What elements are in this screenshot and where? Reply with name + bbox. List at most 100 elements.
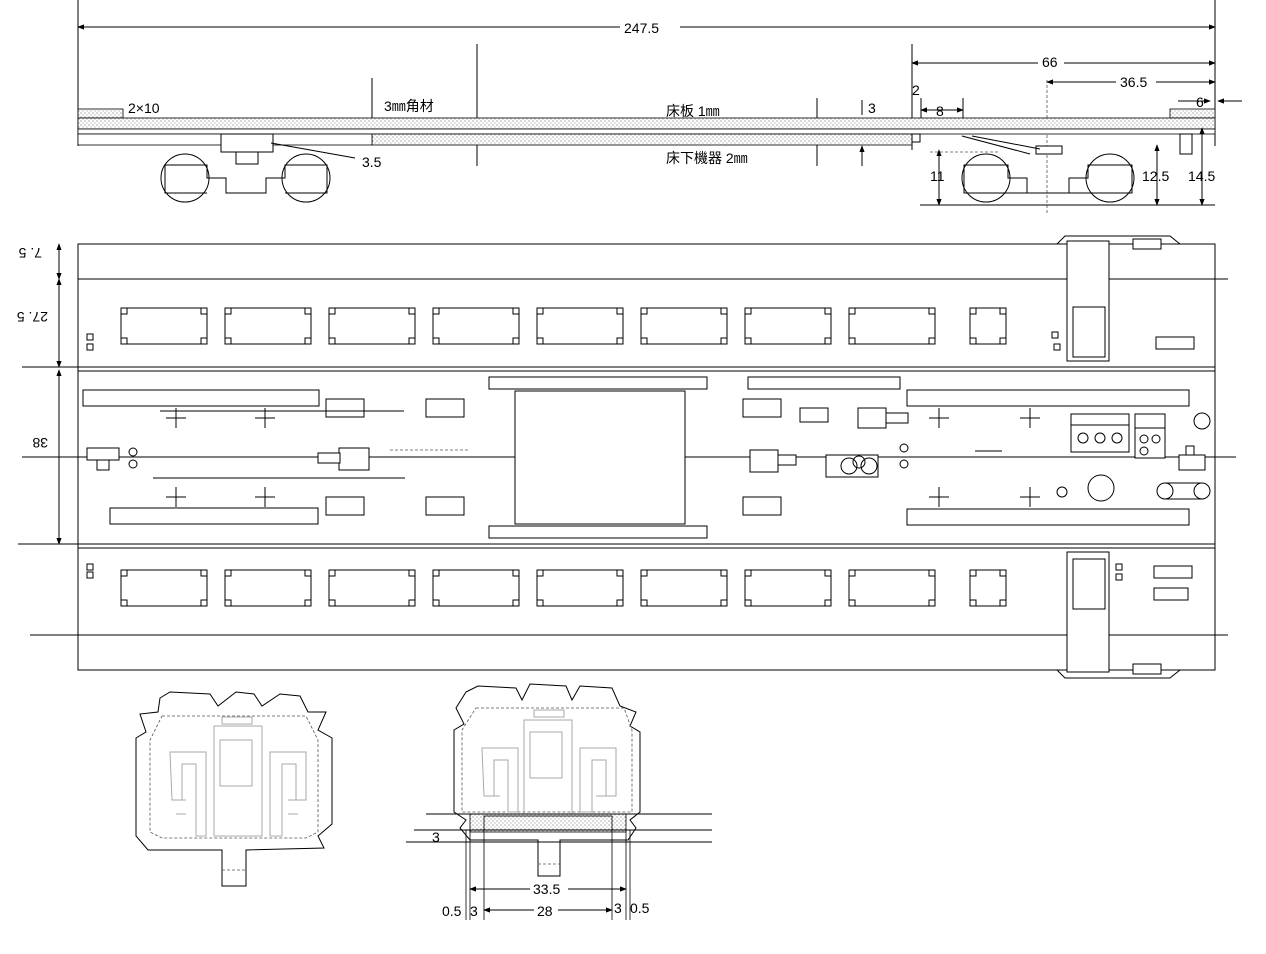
label-b-0-5-left: 0.5 (442, 903, 462, 919)
end-piece-right: 3 33.5 28 0.5 3 3 0.5 (406, 683, 712, 920)
window-corner (744, 569, 752, 577)
cross-mark (929, 487, 949, 507)
window-corner (928, 599, 936, 607)
window-corner (328, 569, 336, 577)
window-corner (200, 307, 208, 315)
window (640, 307, 728, 345)
window-corner (720, 599, 728, 607)
label-3-top: 3 (868, 100, 876, 116)
label-underfloor: 床下機器 2㎜ (666, 150, 748, 166)
window-corner (720, 307, 728, 315)
cross-mark (255, 487, 275, 507)
window-corner (224, 337, 232, 345)
window-corner (120, 337, 128, 345)
label-2: 2 (912, 82, 920, 98)
cross-mark (929, 408, 949, 428)
window-corner (432, 307, 440, 315)
window-corner (224, 599, 232, 607)
end-piece-left (135, 691, 333, 887)
window (848, 307, 936, 345)
window-corner (200, 569, 208, 577)
label-b-3-left: 3 (432, 829, 440, 845)
window (432, 307, 520, 345)
window-corner (969, 337, 977, 345)
label-b-0-5-right: 0.5 (630, 900, 650, 916)
window-row-top (120, 307, 1007, 345)
window (328, 569, 416, 607)
label-b-28: 28 (537, 903, 553, 919)
window-corner (848, 569, 856, 577)
window-corner (328, 599, 336, 607)
window-corner (120, 307, 128, 315)
window-corner (616, 569, 624, 577)
window-corner (200, 599, 208, 607)
window-corner (224, 307, 232, 315)
cross-mark (166, 487, 186, 507)
window-corner (536, 337, 544, 345)
window-corner (969, 569, 977, 577)
window (328, 307, 416, 345)
window-corner (408, 337, 416, 345)
window (120, 569, 208, 607)
window (744, 307, 832, 345)
window-corner (512, 307, 520, 315)
window (640, 569, 728, 607)
label-38: 38 (32, 435, 48, 451)
window-corner (432, 569, 440, 577)
window-corner (640, 569, 648, 577)
label-b-33-5: 33.5 (533, 881, 560, 897)
window-corner (616, 337, 624, 345)
window-corner (928, 569, 936, 577)
window-corner (536, 307, 544, 315)
label-total-length: 247.5 (624, 20, 659, 36)
window-corner (512, 599, 520, 607)
window-corner (744, 337, 752, 345)
window-row-bottom (120, 569, 1007, 607)
cross-mark (255, 408, 275, 428)
label-floor-board: 床板 1㎜ (666, 103, 720, 119)
window-corner (640, 307, 648, 315)
window-corner (304, 307, 312, 315)
window-corner (848, 337, 856, 345)
window (744, 569, 832, 607)
window-corner (512, 337, 520, 345)
label-66: 66 (1042, 54, 1058, 70)
window-corner (744, 599, 752, 607)
label-6: 6 (1196, 94, 1204, 110)
window-corner (969, 307, 977, 315)
window (224, 307, 312, 345)
window-corner (848, 599, 856, 607)
window (432, 569, 520, 607)
window-corner (224, 569, 232, 577)
window-corner (824, 307, 832, 315)
window-corner (824, 337, 832, 345)
window-corner (928, 337, 936, 345)
window-corner (999, 599, 1007, 607)
label-27-5: 27. 5 (17, 309, 48, 325)
window-corner (408, 569, 416, 577)
window-corner (616, 599, 624, 607)
window-corner (999, 569, 1007, 577)
label-3-5: 3.5 (362, 154, 382, 170)
window-corner (616, 307, 624, 315)
label-material: 3㎜角材 (384, 98, 434, 114)
label-11: 11 (930, 168, 945, 184)
window-corner (432, 599, 440, 607)
window-corner (304, 337, 312, 345)
side-view: 247.5 66 36.5 6 2 8 3 2×10 3㎜角材 床板 1 (77, 0, 1242, 215)
window (120, 307, 208, 345)
label-8: 8 (936, 103, 944, 119)
window-corner (848, 307, 856, 315)
plan-view: 7. 5 27. 5 38 (17, 235, 1236, 679)
label-b-3-a: 3 (470, 903, 478, 919)
window-corner (200, 337, 208, 345)
window-corner (328, 307, 336, 315)
window-corner (536, 599, 544, 607)
label-36-5: 36.5 (1120, 74, 1147, 90)
window-corner (120, 569, 128, 577)
window-corner (640, 337, 648, 345)
window (224, 569, 312, 607)
cross-mark (166, 408, 186, 428)
cross-marks (166, 408, 1040, 507)
